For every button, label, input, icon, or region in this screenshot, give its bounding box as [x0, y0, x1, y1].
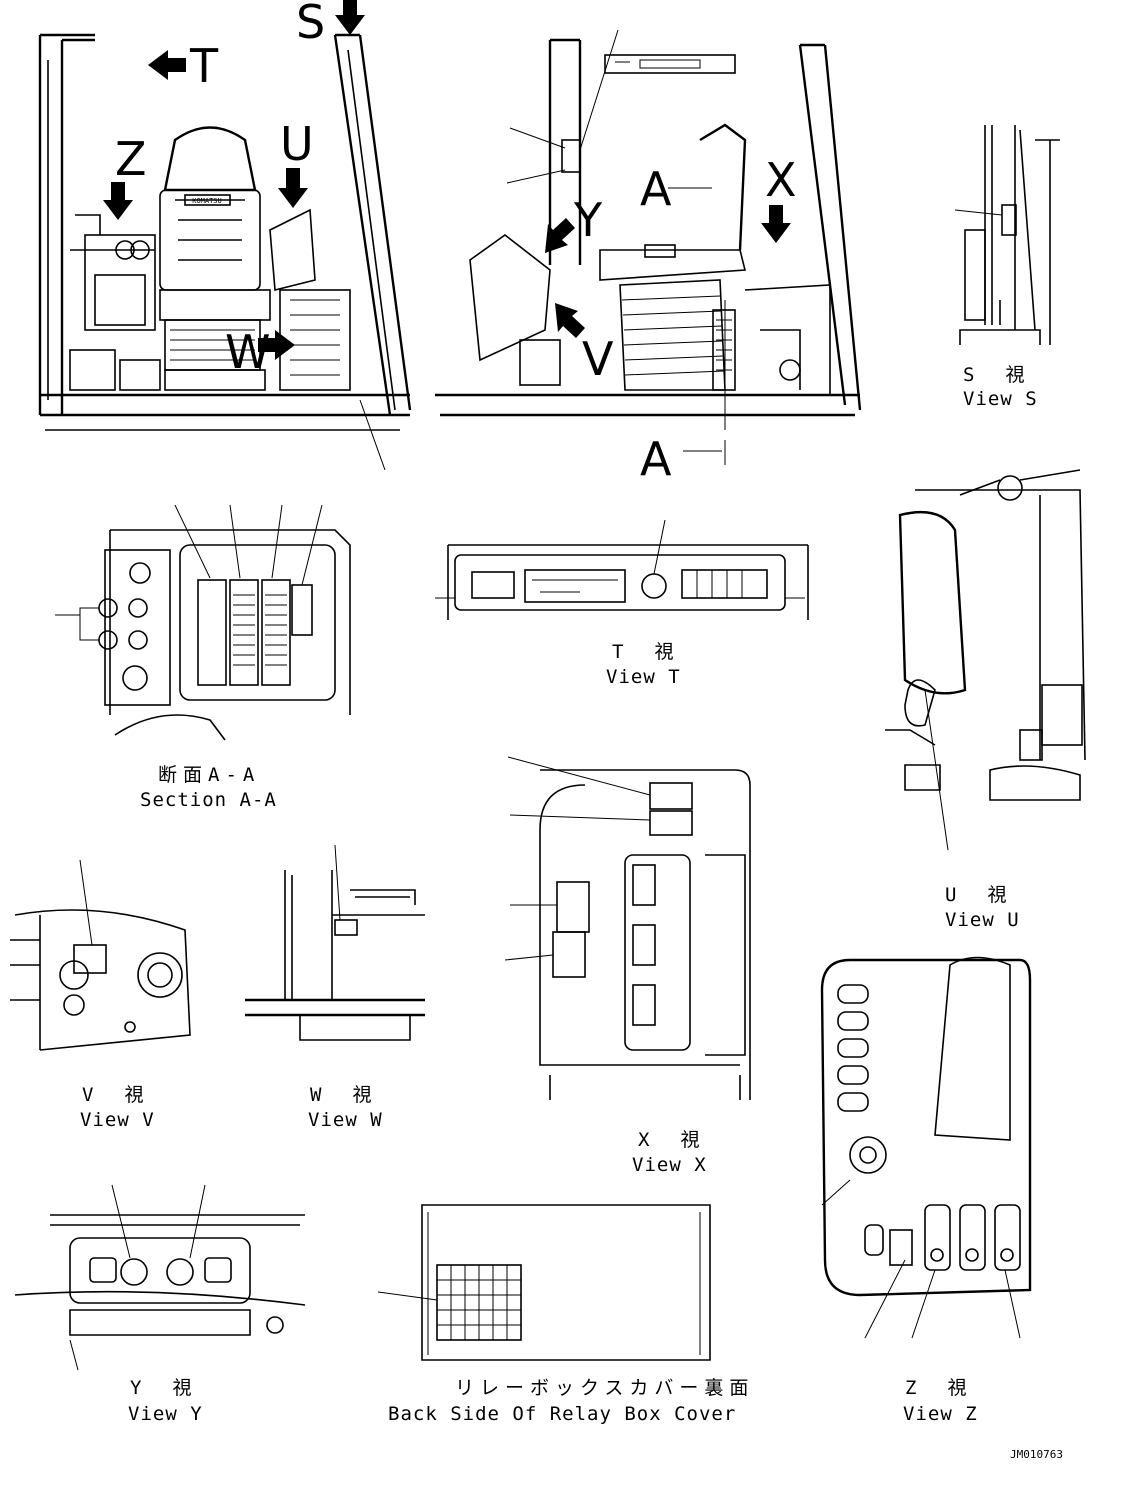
cab-side-view: A X Y V A	[435, 29, 862, 486]
relay-cover-en: Back Side Of Relay Box Cover	[388, 1403, 736, 1425]
view-t-jp: T 視	[612, 641, 679, 663]
view-v-jp: V 視	[82, 1084, 149, 1106]
arrow-x-icon	[761, 205, 791, 243]
view-v: V 視 View V	[10, 859, 191, 1131]
view-s-jp: S 視	[963, 364, 1030, 386]
callout-w: W	[225, 325, 270, 379]
arrow-u-icon	[278, 168, 308, 208]
callout-t: T	[189, 39, 219, 93]
arrow-y-icon	[545, 218, 575, 253]
drawing-code: JM010763	[1010, 1448, 1063, 1461]
callout-v: V	[582, 332, 614, 386]
callout-a-section: A	[640, 432, 672, 486]
callout-s: S	[296, 0, 325, 49]
section-aa-jp: 断面A-A	[158, 764, 260, 786]
view-w-jp: W 視	[310, 1084, 377, 1106]
view-u-en: View U	[945, 909, 1020, 931]
relay-box-cover: リレーボックスカバー裏面 Back Side Of Relay Box Cove…	[377, 1204, 754, 1425]
view-t: T 視 View T	[435, 519, 809, 688]
view-s: S 視 View S	[954, 125, 1060, 410]
view-y-en: View Y	[128, 1403, 203, 1425]
view-v-en: View V	[80, 1109, 155, 1131]
view-x-en: View X	[632, 1154, 707, 1176]
callout-x: X	[765, 153, 797, 207]
view-x: X 視 View X	[504, 756, 751, 1176]
arrow-t-icon	[148, 50, 186, 80]
view-u-jp: U 視	[945, 884, 1012, 906]
view-y-jp: Y 視	[130, 1377, 197, 1399]
view-z-en: View Z	[903, 1403, 978, 1425]
relay-cover-jp: リレーボックスカバー裏面	[455, 1377, 754, 1399]
seat-brand-label: KOMATSU	[192, 197, 222, 205]
view-w-en: View W	[308, 1109, 383, 1131]
switch-column	[837, 984, 869, 1112]
view-u: U 視 View U	[885, 469, 1086, 931]
arrow-s-icon	[335, 0, 365, 35]
view-y: Y 視 View Y	[14, 1184, 306, 1425]
callout-a-top: A	[640, 162, 672, 216]
view-z: Z 視 View Z	[820, 956, 1032, 1425]
section-a-a: 断面A-A Section A-A	[55, 504, 351, 811]
view-t-en: View T	[606, 666, 681, 688]
view-z-jp: Z 視	[905, 1377, 972, 1399]
cab-front-view: KOMATSU T Z U W S	[38, 0, 412, 471]
arrow-z-icon	[103, 182, 133, 220]
callout-y: Y	[573, 193, 603, 247]
view-x-jp: X 視	[638, 1129, 705, 1151]
arrow-w-icon	[258, 330, 295, 360]
section-aa-en: Section A-A	[140, 789, 277, 811]
callout-z: Z	[115, 132, 147, 186]
view-w: W 視 View W	[245, 844, 425, 1131]
callout-u: U	[280, 117, 314, 171]
view-s-en: View S	[963, 388, 1038, 410]
arrow-v-icon	[555, 303, 585, 338]
